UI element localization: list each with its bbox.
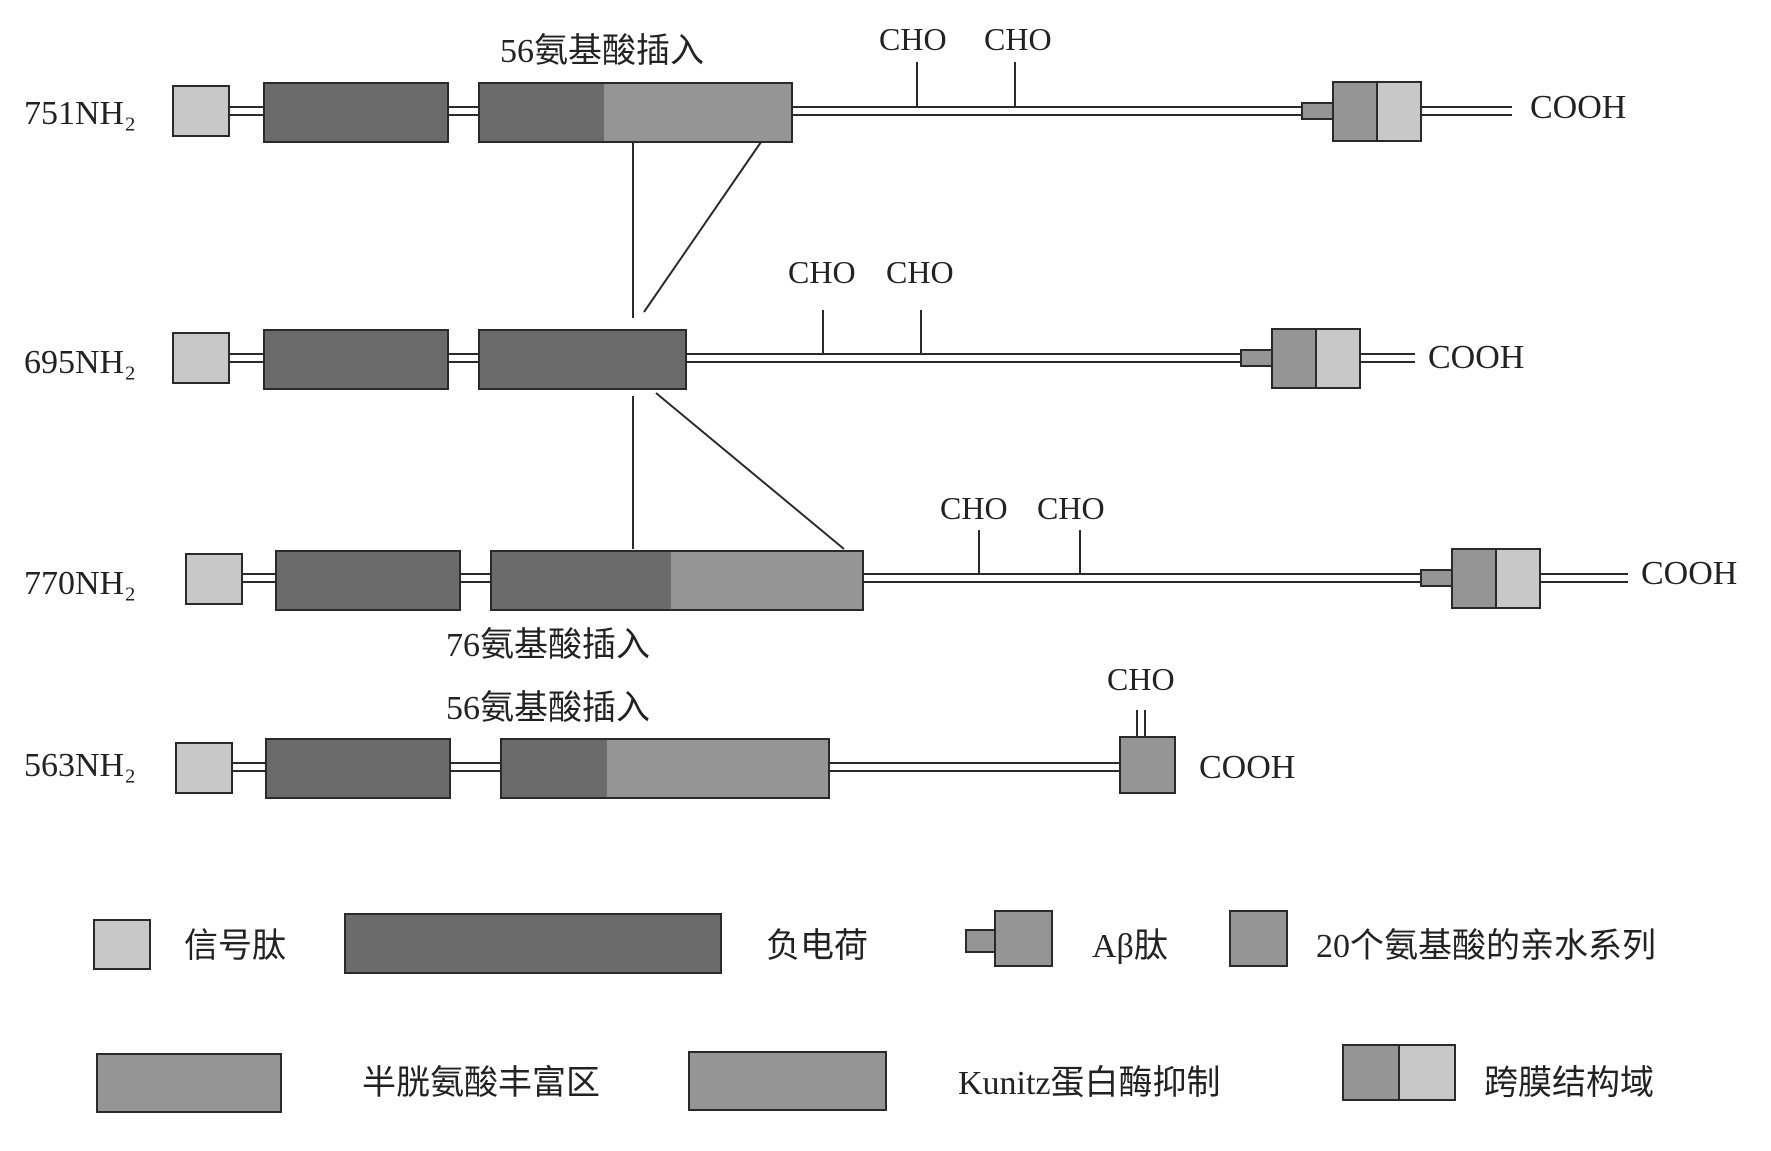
isoform-563-cysteine-region	[501, 739, 607, 798]
isoform-695-label: 695NH₂	[24, 344, 136, 381]
isoform-695-tm-light	[1315, 328, 1361, 389]
isoform-770-label: 770NH₂	[24, 565, 136, 602]
isoform-770-abeta-stub	[1420, 569, 1453, 587]
isoform-770: 770NH₂ 76氨基酸插入 CHO CHO COOH	[24, 490, 1737, 664]
legend-signal-peptide-swatch	[93, 919, 151, 970]
isoform-751-insert-label: 56氨基酸插入	[500, 32, 704, 70]
legend: 信号肽 负电荷 Aβ肽 20个氨基酸的亲水系列 半胱氨酸丰富区 Kunitz蛋白…	[93, 910, 1656, 1113]
legend-hydrophilic-label: 20个氨基酸的亲水系列	[1316, 927, 1656, 965]
legend-abeta-box-swatch	[994, 910, 1053, 967]
isoform-770-negative-domain	[275, 550, 461, 611]
isoform-751: 751NH₂ 56氨基酸插入 CHO CHO COOH	[24, 21, 1626, 143]
isoform-695-negative-domain	[263, 329, 449, 390]
isoform-751-negative-domain	[263, 82, 449, 143]
isoform-563-cooh-label: COOH	[1199, 749, 1295, 786]
isoform-563-label: 563NH₂	[24, 747, 136, 784]
isoform-751-cooh-label: COOH	[1530, 89, 1626, 126]
legend-abeta-stub-swatch	[965, 929, 996, 953]
legend-hydrophilic-swatch	[1229, 910, 1288, 967]
legend-negative-charge-label: 负电荷	[766, 927, 868, 965]
isoform-563-signal-peptide	[175, 742, 233, 794]
isoform-770-cooh-label: COOH	[1641, 555, 1737, 592]
isoform-563-negative-domain	[265, 738, 451, 799]
isoform-770-insert-label: 76氨基酸插入	[446, 626, 650, 664]
isoform-751-tm-light	[1376, 81, 1422, 142]
isoform-563-kunitz-domain	[607, 739, 829, 798]
isoform-751-insert-frame	[478, 82, 793, 143]
isoform-695-cooh-label: COOH	[1428, 339, 1524, 376]
isoform-770-kunitz-domain	[671, 551, 863, 610]
isoform-770-cysteine-region	[491, 551, 671, 610]
isoform-695-cysteine-region	[478, 329, 687, 390]
connector-751-695	[632, 141, 762, 318]
isoform-751-kunitz-domain	[604, 83, 792, 142]
legend-cysteine-rich-label: 半胱氨酸丰富区	[362, 1064, 600, 1102]
legend-tm-light-swatch	[1398, 1044, 1456, 1101]
isoform-563: 563NH₂ 56氨基酸插入 CHO COOH	[24, 661, 1295, 799]
connector-695-770	[632, 392, 845, 550]
isoform-695-cho-label-2: CHO	[886, 254, 954, 290]
isoform-695: 695NH₂ CHO CHO COOH	[24, 254, 1524, 390]
isoform-751-cho-label-2: CHO	[984, 21, 1052, 57]
legend-tm-dark-swatch	[1342, 1044, 1400, 1101]
legend-kunitz-label: Kunitz蛋白酶抑制	[958, 1064, 1221, 1102]
isoform-770-cho-label-1: CHO	[940, 490, 1008, 526]
isoform-751-label: 751NH₂	[24, 95, 136, 132]
isoform-563-insert-frame	[500, 738, 830, 799]
isoform-751-cysteine-region	[479, 83, 604, 142]
legend-signal-peptide-label: 信号肽	[184, 927, 286, 965]
legend-negative-charge-swatch	[344, 913, 722, 974]
isoform-563-hydrophilic-end	[1119, 736, 1176, 794]
isoform-770-cho-label-2: CHO	[1037, 490, 1105, 526]
legend-transmembrane-label: 跨膜结构域	[1484, 1064, 1654, 1102]
isoform-751-signal-peptide	[172, 85, 230, 137]
isoform-770-tm-light	[1495, 548, 1541, 609]
isoform-770-backbone	[242, 573, 1628, 583]
isoform-563-insert-label: 56氨基酸插入	[446, 689, 650, 727]
isoform-751-tm-dark	[1332, 81, 1378, 142]
isoform-770-signal-peptide	[185, 553, 243, 605]
isoform-563-cho-stem	[1136, 710, 1146, 737]
isoform-695-signal-peptide	[172, 332, 230, 384]
isoform-695-tm-dark	[1271, 328, 1317, 389]
isoform-770-tm-dark	[1451, 548, 1497, 609]
legend-kunitz-swatch	[688, 1051, 887, 1111]
isoform-695-cho-label-1: CHO	[788, 254, 856, 290]
isoform-695-abeta-stub	[1240, 349, 1273, 367]
isoform-751-cho-label-1: CHO	[879, 21, 947, 57]
legend-abeta-label: Aβ肽	[1092, 927, 1168, 965]
isoform-751-abeta-stub	[1301, 102, 1334, 120]
legend-cysteine-rich-swatch	[96, 1053, 282, 1113]
isoform-770-insert-frame	[490, 550, 864, 611]
isoform-563-cho-label: CHO	[1107, 661, 1175, 697]
